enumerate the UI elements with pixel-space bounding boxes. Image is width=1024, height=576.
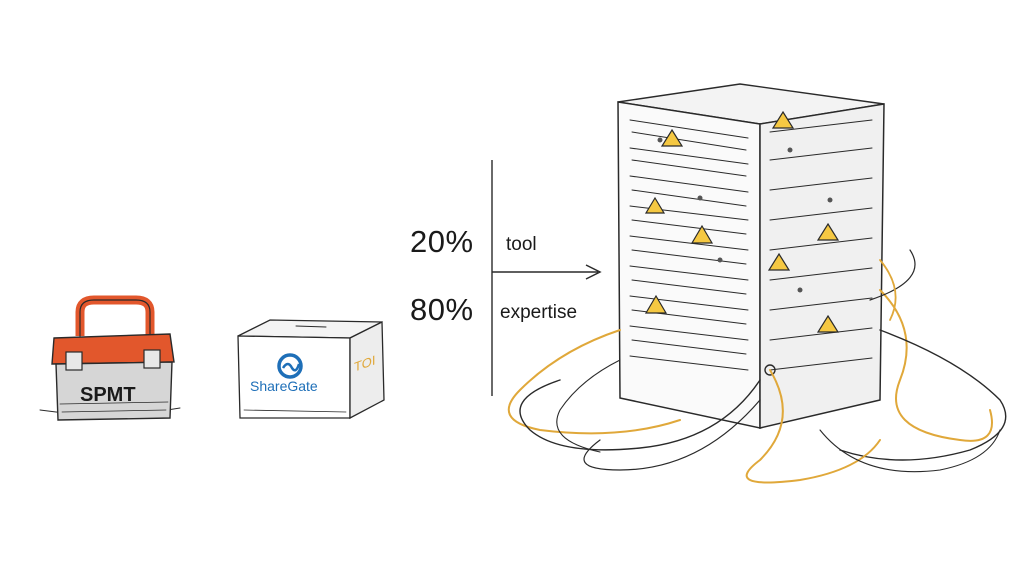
expertise-percent: 80%	[410, 292, 474, 327]
tool-label: tool	[506, 234, 537, 255]
expertise-label: expertise	[500, 302, 578, 323]
sharegate-label: ShareGate	[250, 378, 318, 394]
tangled-cables	[507, 249, 1007, 484]
toolbox-label: SPMT	[80, 384, 136, 406]
sharegate-box-icon	[237, 319, 385, 420]
tool-percent: 20%	[410, 224, 474, 259]
arrow-right-icon	[492, 264, 602, 280]
warning-icon	[644, 110, 840, 333]
toolbox-icon	[51, 295, 175, 421]
server-rack-icon	[617, 83, 885, 429]
sharegate-logo-icon	[277, 353, 303, 379]
